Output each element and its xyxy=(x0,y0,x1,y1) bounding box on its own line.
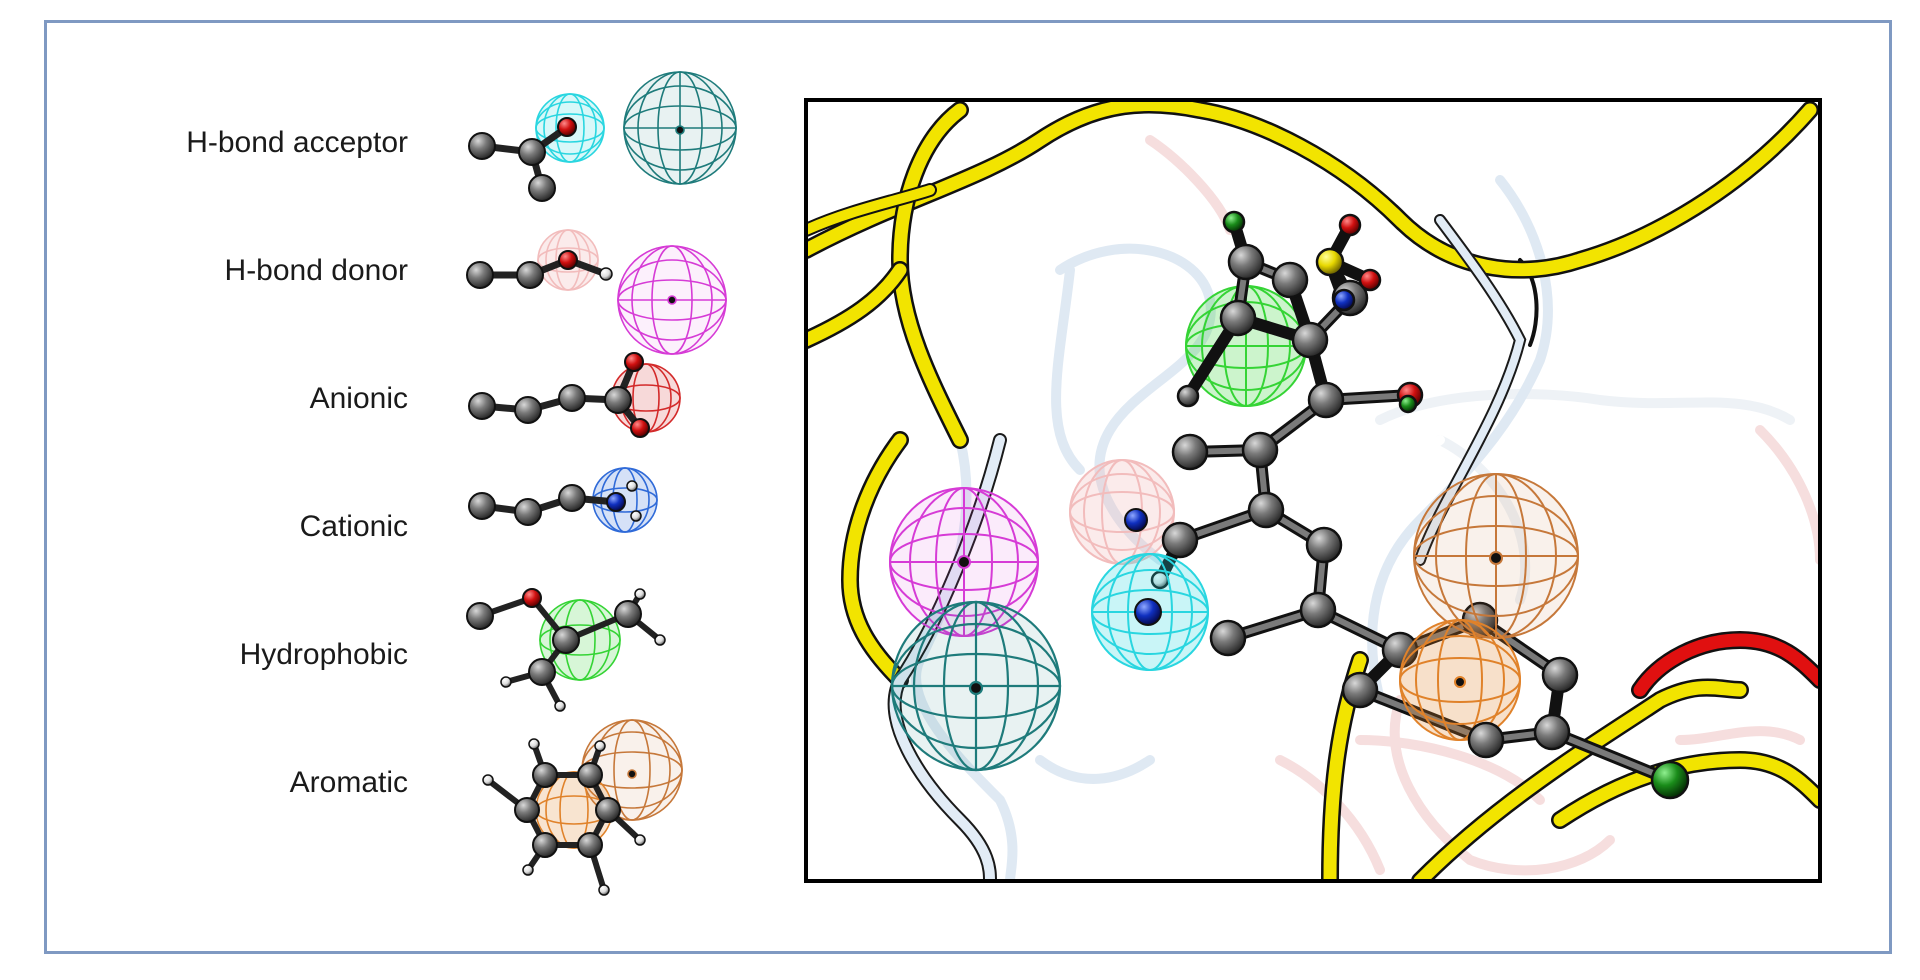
ligand-atoms xyxy=(1150,210,1499,709)
legend-icon-anionic xyxy=(468,352,681,438)
protein-ribbon-red xyxy=(1631,630,1820,699)
legend-label-anionic: Anionic xyxy=(309,382,408,415)
legend-label-hbond-donor: H-bond donor xyxy=(224,254,408,287)
legend-label-aromatic: Aromatic xyxy=(289,766,408,799)
pharmacophore-sphere-hbond-donor-pink xyxy=(1069,459,1175,565)
ligand-nitrogen-atom xyxy=(1124,508,1148,532)
pharmacophore-sphere-hbond-acceptor xyxy=(890,600,1062,772)
legend-label-hydrophobic: Hydrophobic xyxy=(239,638,408,671)
pharmacophore-sphere-hbond-donor xyxy=(889,487,1039,637)
protein-ribbon-yellow xyxy=(806,100,1820,881)
wireframe-sphere-icon xyxy=(617,245,727,355)
wireframe-sphere-icon xyxy=(623,71,737,185)
legend-icon-hbond-acceptor xyxy=(468,71,737,202)
binding-site-panel xyxy=(804,98,1822,883)
wireframe-sphere-icon xyxy=(535,93,605,163)
legend-icon-aromatic xyxy=(482,719,683,896)
legend-icon-hydrophobic xyxy=(466,588,666,712)
pharmacophore-sphere-aromatic-large xyxy=(1413,473,1579,639)
ligand-nitrogen-atom xyxy=(1134,598,1162,626)
legend-label-hbond-acceptor: H-bond acceptor xyxy=(186,126,408,159)
wireframe-sphere-icon xyxy=(581,719,683,821)
panel-border xyxy=(804,98,1822,883)
pharmacophore-sphere-aromatic-small xyxy=(1399,619,1521,741)
legend-label-cationic: Cationic xyxy=(299,510,408,543)
legend-icon-hbond-donor xyxy=(466,229,727,355)
legend-icon-cationic xyxy=(468,467,658,533)
